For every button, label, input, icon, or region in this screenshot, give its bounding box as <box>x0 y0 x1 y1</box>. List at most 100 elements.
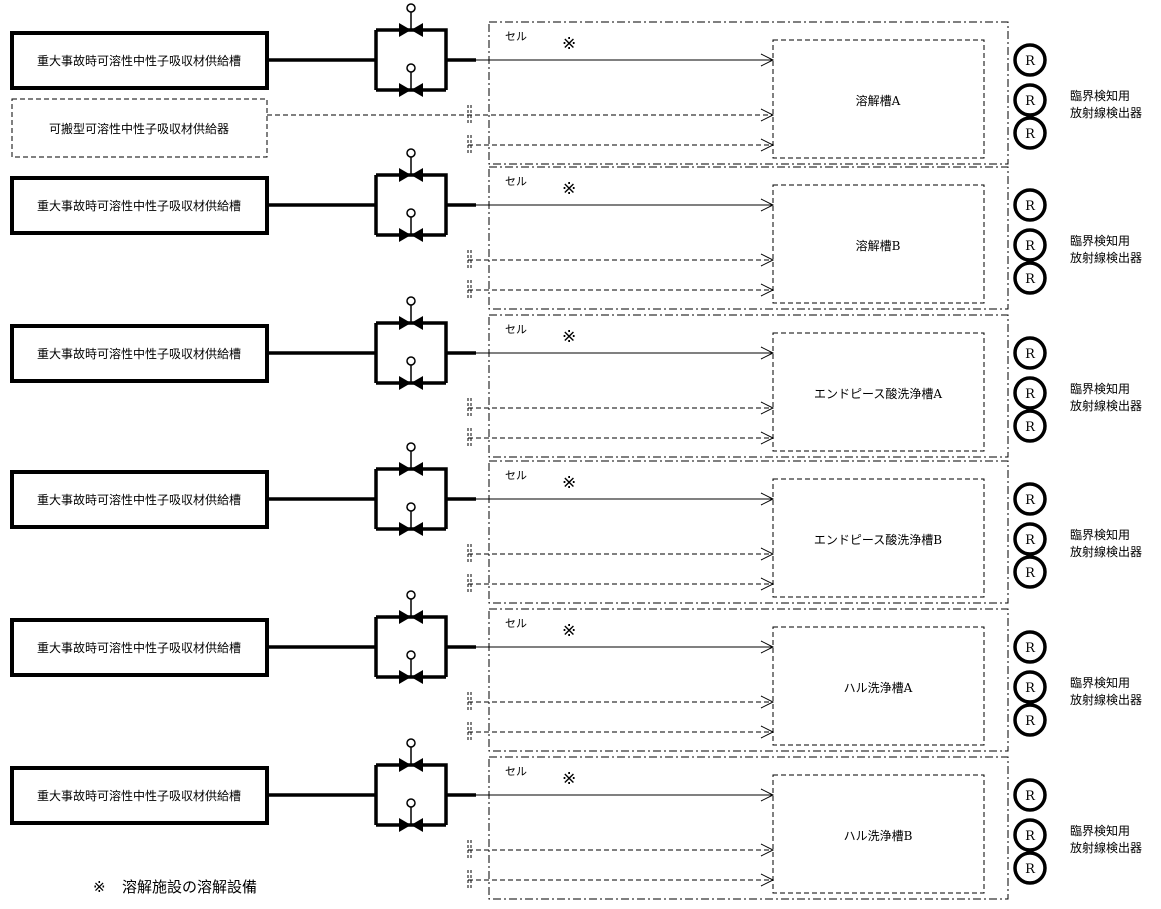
arrowhead-icon <box>760 53 775 67</box>
note-mark: ※ <box>562 621 576 641</box>
supply-tank-box <box>10 176 269 235</box>
detector-symbol: R <box>1025 533 1036 548</box>
detector-label-line1: 臨界検知用 <box>1070 824 1130 838</box>
detector-symbol: R <box>1025 387 1036 402</box>
valve-icon <box>398 650 424 685</box>
connector-mark-icon <box>467 398 472 417</box>
radiation-detector-icon <box>1013 670 1047 704</box>
supply-train: 重大事故時可溶性中性子吸収材供給槽セル※溶解槽A可搬型可溶性中性子吸収材供給器R… <box>10 3 1142 165</box>
detector-label-line1: 臨界検知用 <box>1070 528 1130 542</box>
connector-mark-icon <box>467 692 472 711</box>
arrowhead-icon <box>760 253 775 267</box>
valve-icon <box>398 738 424 773</box>
vessel-name: 溶解槽A <box>856 93 901 108</box>
radiation-detector-icon <box>1013 482 1047 516</box>
detector-label-line1: 臨界検知用 <box>1070 234 1130 248</box>
cell-label: セル <box>505 175 527 188</box>
detector-symbol: R <box>1025 714 1036 729</box>
arrowhead-icon <box>760 198 775 212</box>
radiation-detector-icon <box>1013 630 1047 664</box>
arrowhead-icon <box>760 138 775 152</box>
valve-icon <box>398 3 424 38</box>
vessel-box <box>772 39 985 159</box>
radiation-detector-icon <box>1013 851 1047 885</box>
arrowhead-icon <box>760 843 775 857</box>
cell-boundary <box>488 608 1009 752</box>
portable-supply-box <box>11 98 268 158</box>
supply-tank-label: 重大事故時可溶性中性子吸収材供給槽 <box>37 53 241 68</box>
connector-mark-icon <box>467 428 472 447</box>
cell-boundary <box>488 166 1009 310</box>
valve-icon <box>398 356 424 391</box>
arrowhead-icon <box>760 577 775 591</box>
detector-symbol: R <box>1025 566 1036 581</box>
supply-tank-box <box>10 324 269 383</box>
detector-symbol: R <box>1025 493 1036 508</box>
connector-mark-icon <box>467 870 472 889</box>
cell-boundary <box>488 21 1009 165</box>
radiation-detector-icon <box>1013 83 1047 117</box>
radiation-detector-icon <box>1013 409 1047 443</box>
arrowhead-icon <box>760 788 775 802</box>
connector-mark-icon <box>467 722 472 741</box>
supply-tank-box <box>10 31 269 90</box>
detector-label-line2: 放射線検出器 <box>1070 544 1142 559</box>
valve-icon <box>398 296 424 331</box>
radiation-detector-icon <box>1013 522 1047 556</box>
valve-icon <box>398 502 424 537</box>
footnote-text: 溶解施設の溶解設備 <box>122 878 257 896</box>
arrowhead-icon <box>760 695 775 709</box>
vessel-name: ハル洗浄槽A <box>844 681 913 695</box>
cell-label: セル <box>505 617 527 630</box>
valve-icon <box>398 208 424 243</box>
valve-icon <box>398 442 424 477</box>
detector-label-line2: 放射線検出器 <box>1070 105 1142 120</box>
arrowhead-icon <box>760 401 775 415</box>
valve-icon <box>398 590 424 625</box>
supply-tank-label: 重大事故時可溶性中性子吸収材供給槽 <box>37 346 241 361</box>
connector-mark-icon <box>467 250 472 269</box>
radiation-detector-icon <box>1013 261 1047 295</box>
arrowhead-icon <box>760 725 775 739</box>
radiation-detector-icon <box>1013 555 1047 589</box>
detector-label-line2: 放射線検出器 <box>1070 692 1142 707</box>
radiation-detector-icon <box>1013 703 1047 737</box>
radiation-detector-icon <box>1013 336 1047 370</box>
detector-symbol: R <box>1025 681 1036 696</box>
detector-label-line2: 放射線検出器 <box>1070 398 1142 413</box>
radiation-detector-icon <box>1013 376 1047 410</box>
portable-supply-label: 可搬型可溶性中性子吸収材供給器 <box>49 121 229 136</box>
supply-tank-label: 重大事故時可溶性中性子吸収材供給槽 <box>37 198 241 213</box>
vessel-box <box>772 332 985 452</box>
cell-boundary <box>488 460 1009 604</box>
cell-label: セル <box>505 765 527 778</box>
detector-symbol: R <box>1025 94 1036 109</box>
note-mark: ※ <box>562 327 576 347</box>
footnote-mark: ※ <box>93 878 106 896</box>
detector-label-line1: 臨界検知用 <box>1070 89 1130 103</box>
supply-tank-box <box>10 618 269 677</box>
vessel-name: エンドピース酸洗浄槽B <box>814 532 942 547</box>
detector-symbol: R <box>1025 272 1036 287</box>
connector-mark-icon <box>467 105 472 124</box>
note-mark: ※ <box>562 34 576 54</box>
detector-label-line2: 放射線検出器 <box>1070 840 1142 855</box>
radiation-detector-icon <box>1013 43 1047 77</box>
connector-mark-icon <box>467 135 472 154</box>
connector-mark-icon <box>467 544 472 563</box>
connector-mark-icon <box>467 840 472 859</box>
vessel-box <box>772 626 985 746</box>
detector-symbol: R <box>1025 199 1036 214</box>
cell-label: セル <box>505 469 527 482</box>
vessel-name: 溶解槽B <box>856 238 901 253</box>
arrowhead-icon <box>760 283 775 297</box>
radiation-detector-icon <box>1013 818 1047 852</box>
vessel-box <box>772 184 985 304</box>
arrowhead-icon <box>760 873 775 887</box>
detector-symbol: R <box>1025 239 1036 254</box>
supply-tank-label: 重大事故時可溶性中性子吸収材供給槽 <box>37 788 241 803</box>
detector-label-line1: 臨界検知用 <box>1070 382 1130 396</box>
note-mark: ※ <box>562 769 576 789</box>
